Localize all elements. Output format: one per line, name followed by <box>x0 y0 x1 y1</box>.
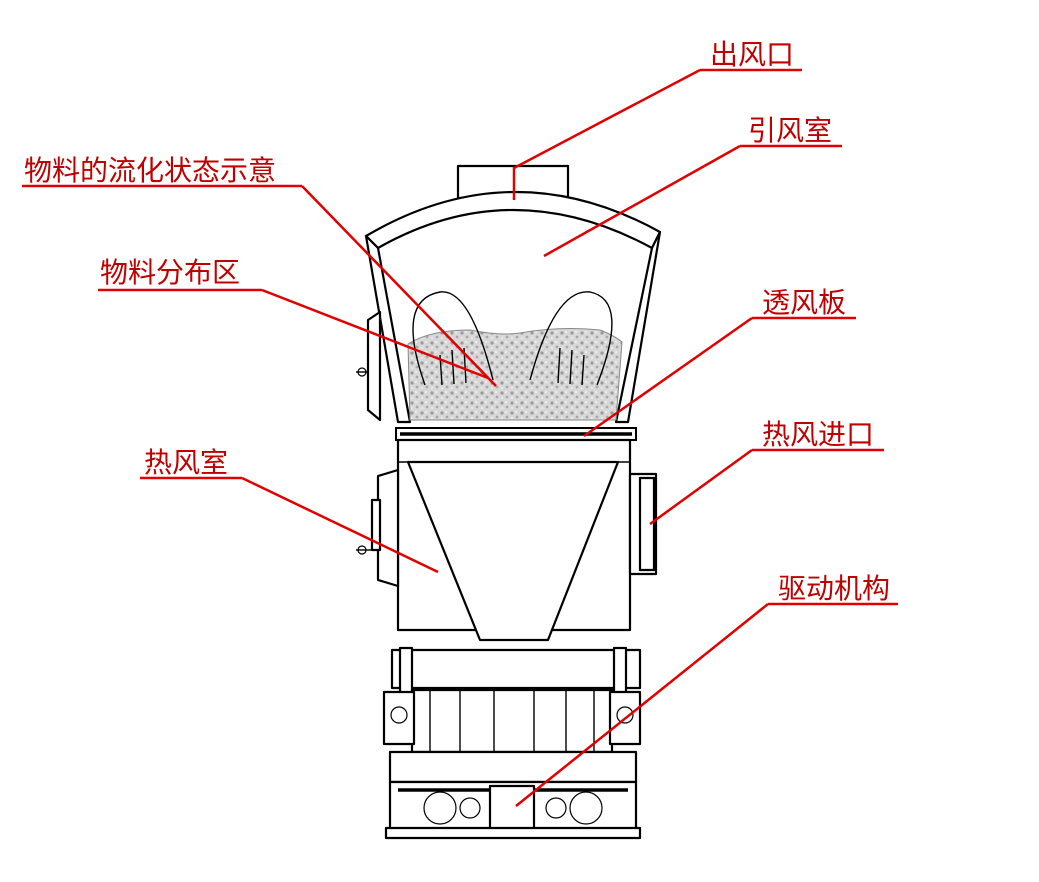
machine-body <box>356 164 662 840</box>
base-frame <box>390 648 642 690</box>
material-bed <box>407 328 623 421</box>
label-air-plate: 透风板 <box>762 286 846 319</box>
callout-outlet: 出风口 <box>512 38 802 200</box>
lower-side-door <box>376 468 400 588</box>
hood <box>364 190 662 250</box>
hood-left-wall <box>364 234 412 424</box>
label-drive: 驱动机构 <box>778 572 890 605</box>
callout-suction-chamber: 引风室 <box>543 114 842 258</box>
callout-drive: 驱动机构 <box>515 572 898 807</box>
callout-fluidization: 物料的流化状态示意 <box>22 154 497 387</box>
callout-hot-air-inlet: 热风进口 <box>649 418 884 526</box>
callout-air-plate: 透风板 <box>583 286 856 438</box>
hood-right-wall <box>614 230 662 424</box>
label-distribution: 物料分布区 <box>100 256 240 289</box>
upper-side-door <box>366 310 382 422</box>
label-hot-air-chamber: 热风室 <box>144 446 228 479</box>
label-outlet: 出风口 <box>710 38 794 71</box>
drive-assembly <box>382 688 642 840</box>
callout-hot-air-chamber: 热风室 <box>140 446 439 574</box>
fluidization-loops <box>412 291 613 386</box>
label-fluidization: 物料的流化状态示意 <box>24 154 276 187</box>
label-hot-air-inlet: 热风进口 <box>762 418 874 451</box>
callout-distribution: 物料分布区 <box>98 256 489 380</box>
label-suction-chamber: 引风室 <box>748 114 832 147</box>
